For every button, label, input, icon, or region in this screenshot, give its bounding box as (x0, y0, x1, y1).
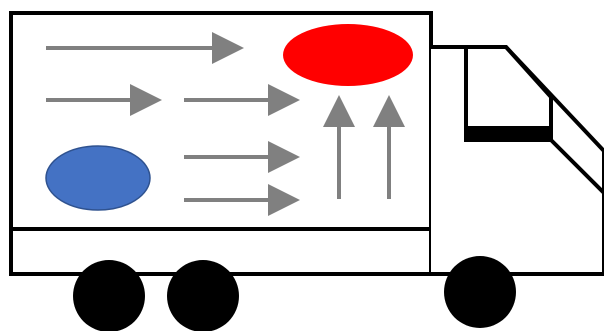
cab-window-sill (466, 126, 551, 140)
wheel-icon (167, 260, 239, 331)
arrows (46, 32, 405, 216)
blue-ellipse (45, 145, 151, 211)
wheel-icon (444, 256, 516, 328)
cargo-contents (45, 24, 413, 216)
red-ellipse (283, 24, 413, 86)
wheel-icon (73, 260, 145, 331)
wheels (73, 256, 516, 331)
cab-window (464, 45, 553, 142)
cab-front-slope (549, 138, 604, 195)
